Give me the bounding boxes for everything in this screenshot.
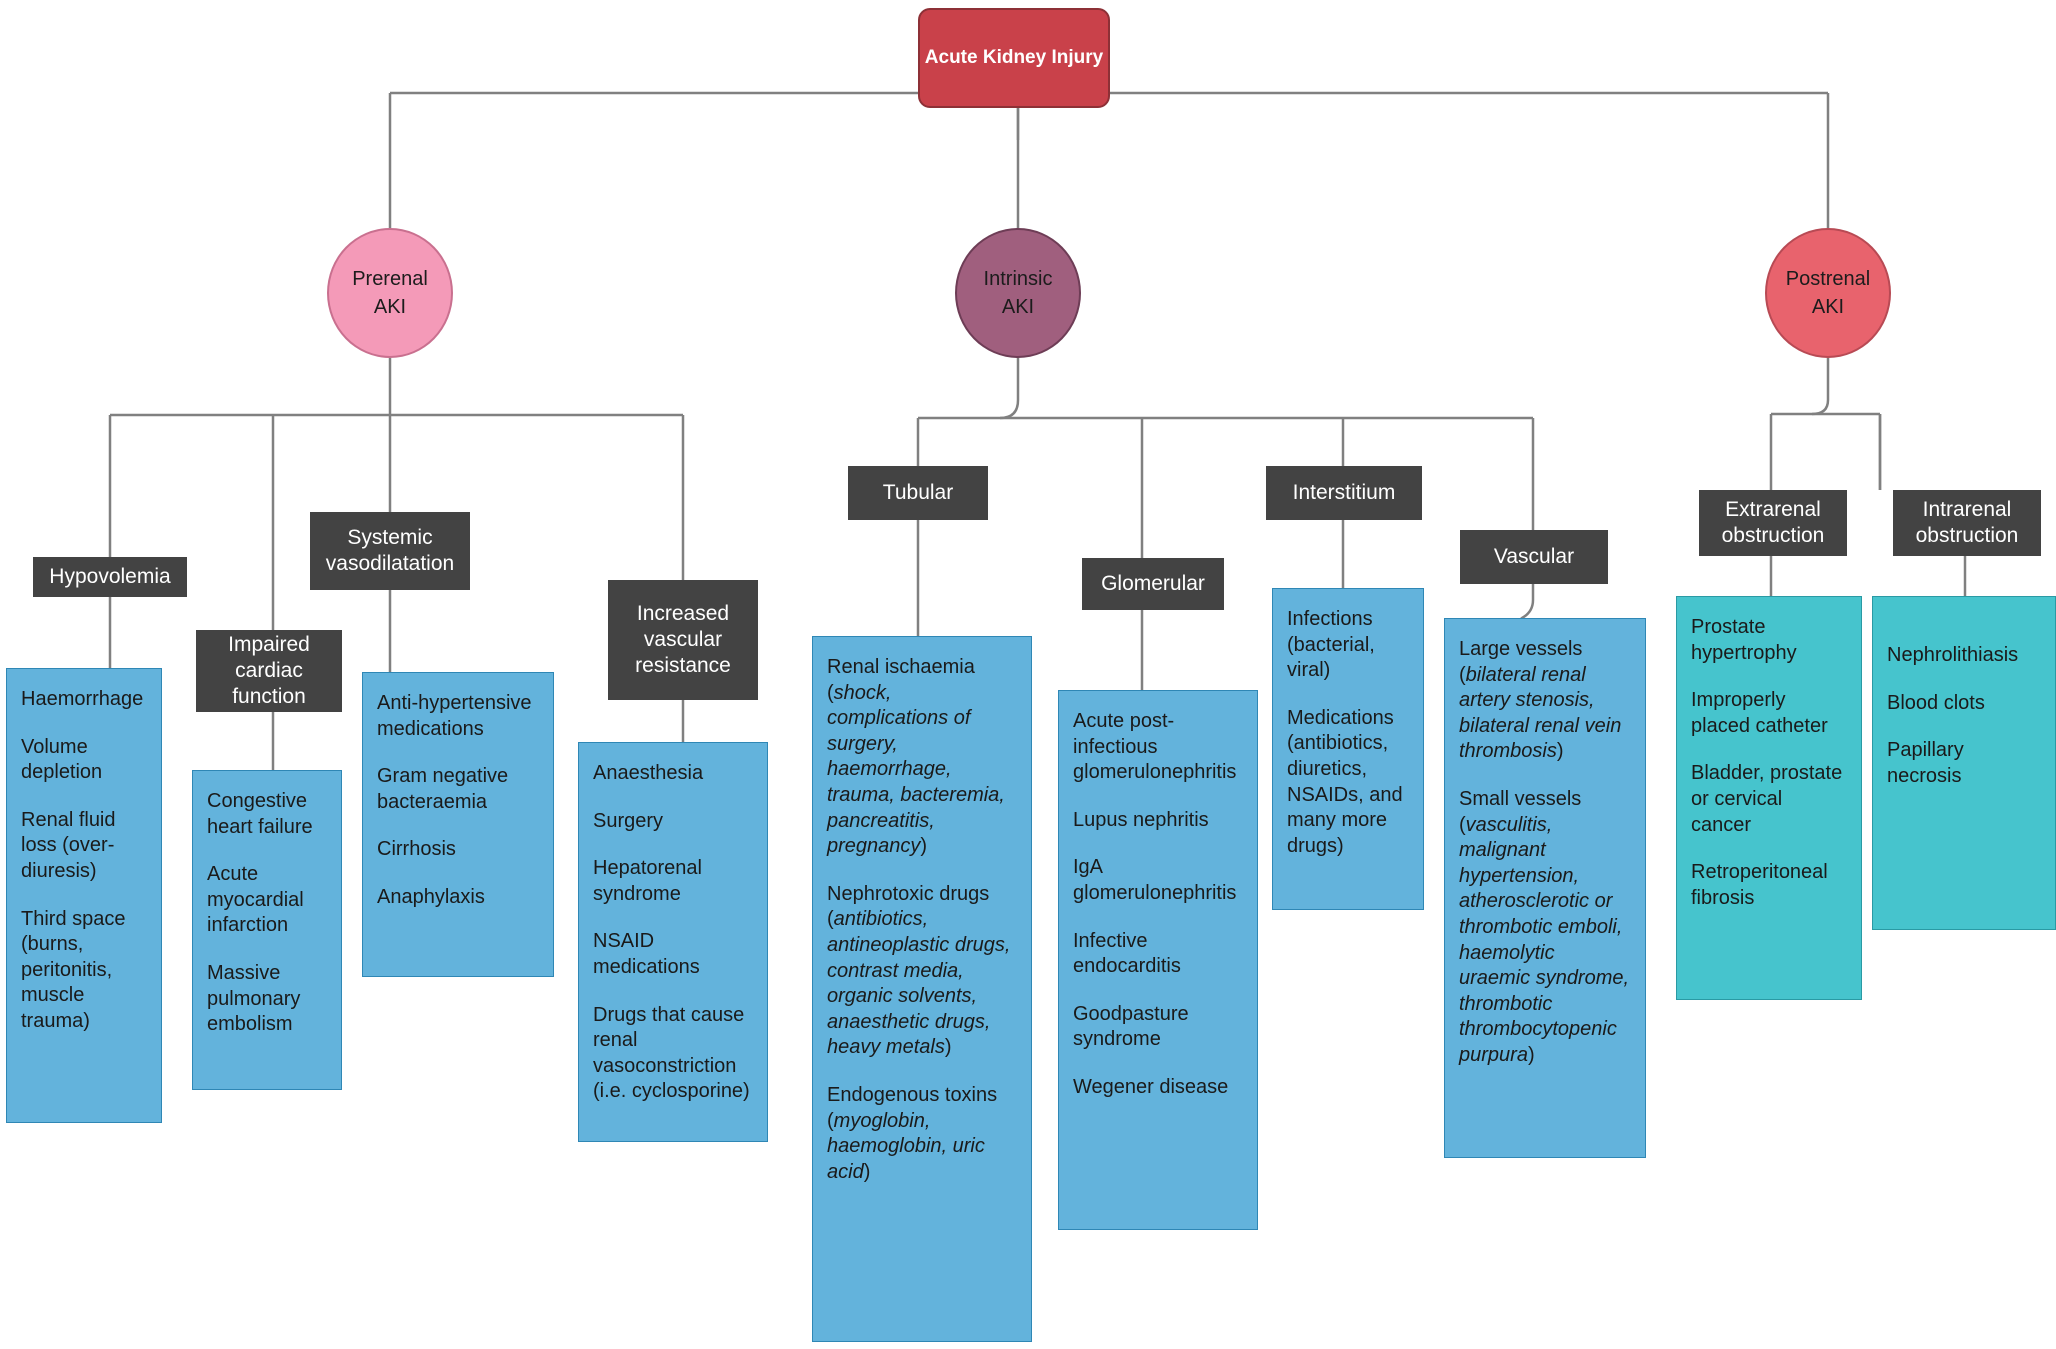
- detail-item: Papillary necrosis: [1887, 739, 1964, 787]
- detail-box-intrarenal-obstruction[interactable]: Nephrolithiasis Blood clots Papillary ne…: [1872, 596, 2056, 930]
- detail-item: Large vessels (bilateral renal artery st…: [1459, 638, 1622, 763]
- detail-item: Massive pulmonary embolism: [207, 961, 301, 1036]
- detail-item: Small vessels (vasculitis, malignant hyp…: [1459, 787, 1630, 1066]
- detail-item: Congestive heart failure: [207, 790, 313, 838]
- detail-item: Renal ischaemia (shock, complications of…: [827, 656, 1005, 858]
- detail-item: Renal fluid loss (over-diuresis): [21, 808, 116, 882]
- detail-item: Endogenous toxins (myoglobin, haemoglobi…: [827, 1083, 998, 1183]
- detail-item: Volume depletion: [21, 735, 103, 784]
- detail-item: Nephrolithiasis: [1887, 644, 2019, 666]
- subcategory-label-vascular: Vascular: [1493, 544, 1575, 568]
- detail-item: Blood clots: [1887, 691, 1985, 714]
- detail-item: Anti-hypertensive medications: [377, 692, 532, 740]
- detail-box-impaired-cardiac-function[interactable]: Congestive heart failure Acute myocardia…: [192, 770, 342, 1090]
- root-node-acute-kidney-injury[interactable]: Acute Kidney Injury: [918, 8, 1110, 108]
- detail-box-systemic-vasodilatation[interactable]: Anti-hypertensive medications Gram negat…: [362, 672, 554, 977]
- subcategory-vascular[interactable]: Vascular: [1460, 530, 1608, 584]
- detail-item: Haemorrhage: [21, 688, 144, 710]
- root-node-label: Acute Kidney Injury: [924, 47, 1104, 68]
- subcategory-label-glomerular: Glomerular: [1101, 571, 1205, 595]
- detail-item: Third space (burns, peritonitis, muscle …: [21, 907, 126, 1032]
- detail-item: Cirrhosis: [377, 838, 456, 861]
- subcategory-tubular[interactable]: Tubular: [848, 466, 988, 520]
- subcategory-interstitium[interactable]: Interstitium: [1266, 466, 1422, 520]
- detail-item: NSAID medications: [593, 930, 700, 978]
- detail-item: Retroperitoneal fibrosis: [1691, 861, 1828, 909]
- detail-box-tubular[interactable]: Renal ischaemia (shock, complications of…: [812, 636, 1032, 1342]
- subcategory-label-hypovolemia: Hypovolemia: [49, 564, 171, 588]
- detail-item: Infections (bacterial, viral): [1287, 608, 1375, 682]
- detail-item: IgA glomerulonephritis: [1073, 856, 1237, 904]
- subcategory-label-interstitium: Interstitium: [1292, 480, 1396, 504]
- detail-item: Acute myocardial infarction: [207, 863, 304, 937]
- detail-item: Surgery: [593, 809, 664, 832]
- detail-item: Drugs that cause renal vasoconstriction …: [593, 1003, 750, 1103]
- detail-item: Bladder, prostate or cervical cancer: [1691, 762, 1843, 836]
- detail-box-vascular[interactable]: Large vessels (bilateral renal artery st…: [1444, 618, 1646, 1158]
- detail-item: Wegener disease: [1073, 1075, 1229, 1098]
- detail-item: Medications (antibiotics, diuretics, NSA…: [1287, 706, 1403, 857]
- detail-box-hypovolemia[interactable]: Haemorrhage Volume depletion Renal fluid…: [6, 668, 162, 1123]
- detail-box-extrarenal-obstruction[interactable]: Prostate hypertrophy Improperly placed c…: [1676, 596, 1862, 1000]
- detail-box-interstitium[interactable]: Infections (bacterial, viral) Medication…: [1272, 588, 1424, 910]
- subcategory-glomerular[interactable]: Glomerular: [1082, 558, 1224, 610]
- detail-item: Acute post-infectious glomerulonephritis: [1073, 710, 1237, 784]
- detail-item: Nephrotoxic drugs (antibiotics, antineop…: [827, 882, 1011, 1059]
- detail-box-glomerular[interactable]: Acute post-infectious glomerulonephritis…: [1058, 690, 1258, 1230]
- detail-item: Infective endocarditis: [1073, 929, 1181, 978]
- subcategory-hypovolemia[interactable]: Hypovolemia: [33, 557, 187, 597]
- detail-item: Gram negative bacteraemia: [377, 765, 509, 813]
- detail-item: Goodpasture syndrome: [1073, 1002, 1189, 1051]
- detail-item: Anaesthesia: [593, 762, 704, 784]
- detail-item: Anaphylaxis: [377, 885, 485, 908]
- detail-item: Prostate hypertrophy: [1691, 616, 1797, 664]
- subcategory-label-tubular: Tubular: [882, 480, 954, 504]
- detail-item: Improperly placed catheter: [1691, 689, 1828, 737]
- detail-item: Hepatorenal syndrome: [593, 857, 702, 905]
- detail-box-increased-vascular-resistance[interactable]: Anaesthesia Surgery Hepatorenal syndrome…: [578, 742, 768, 1142]
- detail-item: Lupus nephritis: [1073, 808, 1209, 831]
